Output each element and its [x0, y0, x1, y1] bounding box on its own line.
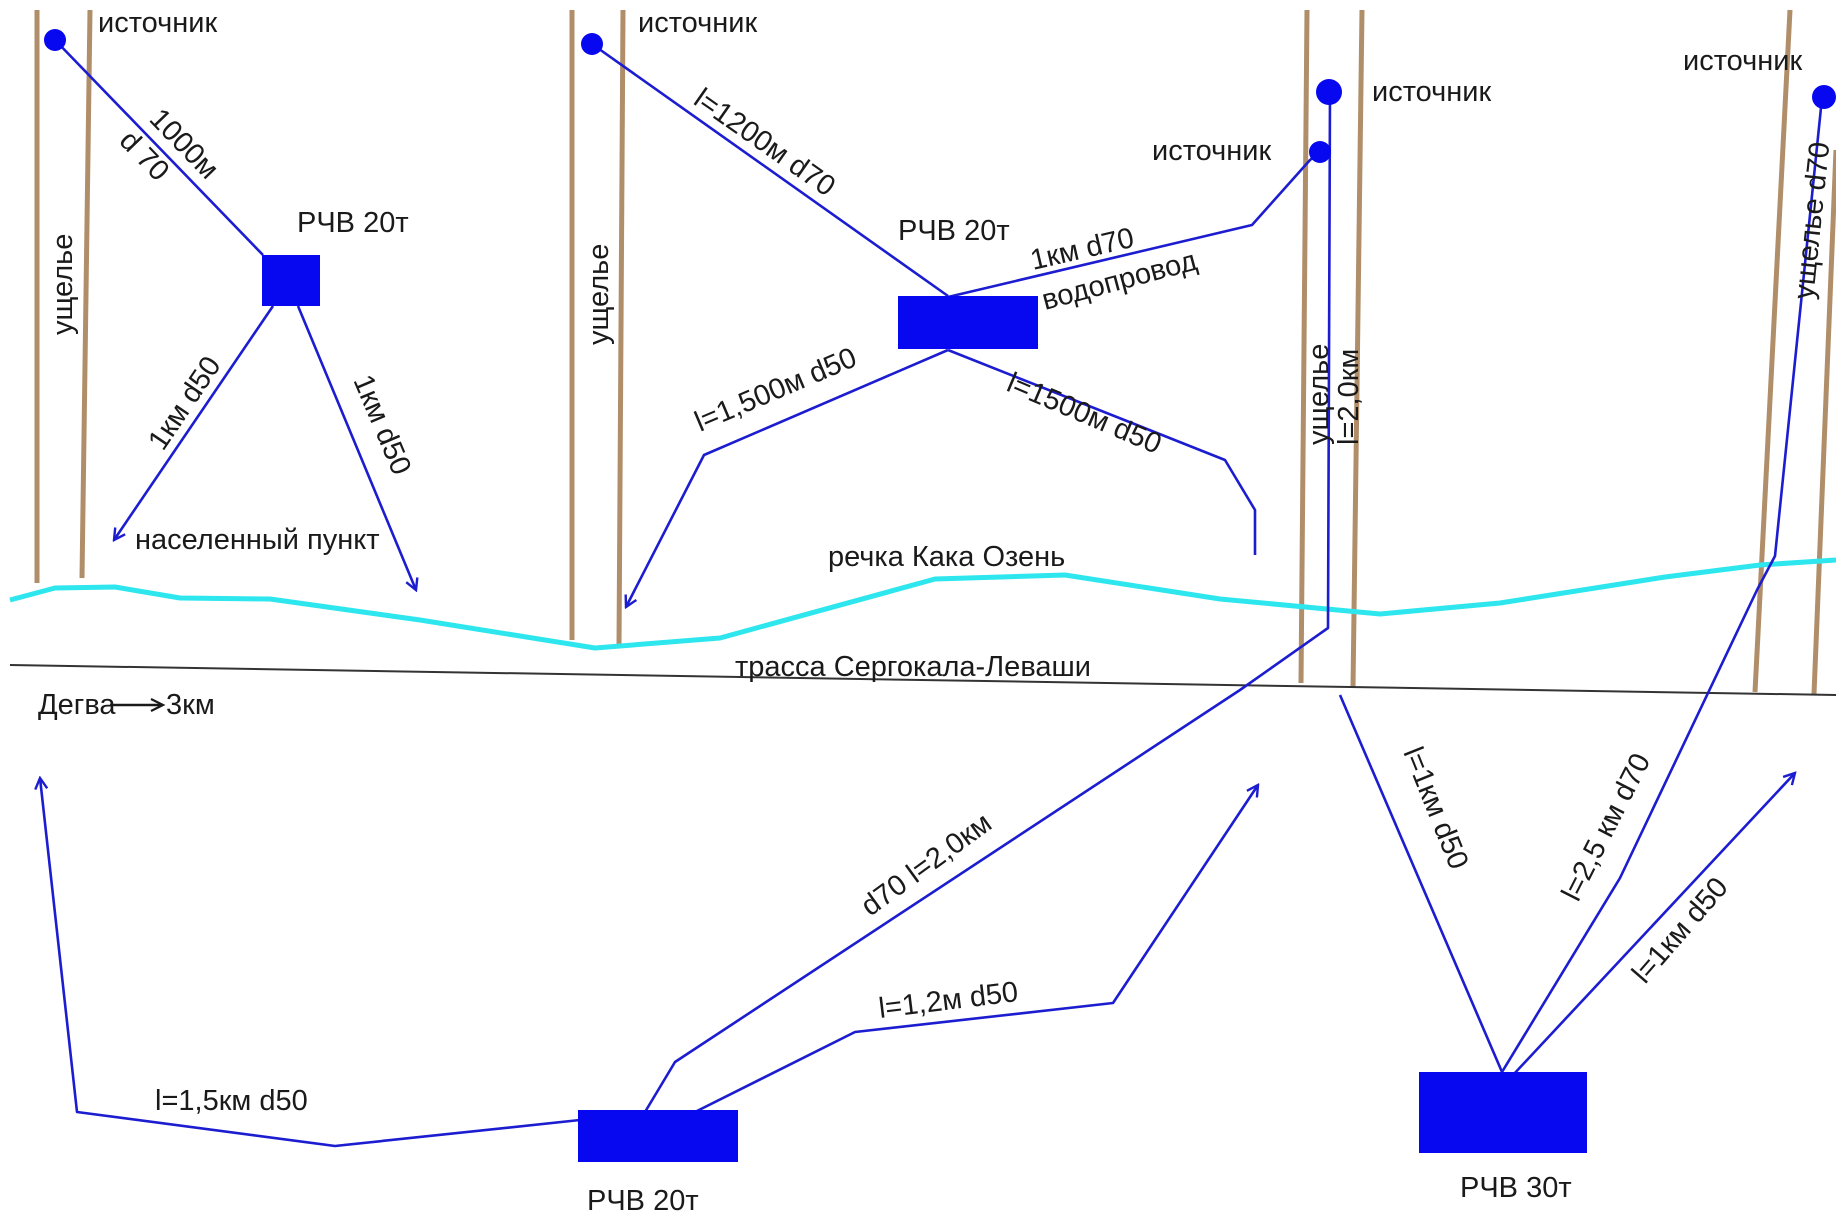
pipe-tank4-road	[1338, 694, 1504, 1073]
pipelines	[40, 39, 1824, 1148]
road-label: трасса Сергокала-Леваши	[735, 651, 1091, 683]
source-4-label: источник	[1152, 135, 1271, 167]
gorge-3-right-edge	[1350, 9, 1365, 689]
tank-1	[262, 255, 320, 306]
gorge-lines	[34, 9, 1836, 695]
source-3-icon	[1316, 79, 1342, 105]
gorge-4-left-edge	[1752, 9, 1793, 693]
pipe-tank4-branch	[1512, 773, 1795, 1076]
pipe-tank3-degva	[40, 778, 581, 1148]
tank-2	[898, 296, 1038, 349]
gorge-1-label: ущелье	[47, 234, 79, 335]
tank-1-label: РЧВ 20т	[297, 207, 409, 239]
gorge-3-label: ущелье	[1303, 344, 1335, 445]
pipe-tank4-source5	[1500, 97, 1824, 1073]
tank-3-label: РЧВ 20т	[587, 1185, 699, 1215]
pipe-l2km-vertical-label: l=2,0км	[1333, 349, 1365, 445]
gorge-3-left-edge	[1298, 9, 1310, 684]
pipe-l1200-d70-label: l=1200м d70	[688, 83, 841, 203]
degva-label: Дегва	[38, 689, 116, 721]
tank-2-label: РЧВ 20т	[898, 215, 1010, 247]
degva-distance-label: 3км	[166, 689, 215, 721]
pipe-1km-d50-left-label: 1км d50	[142, 351, 227, 456]
pipe-1km-d50-right-label: 1км d50	[347, 370, 418, 479]
source-2-icon	[581, 33, 603, 55]
pipe-source1-tank1	[54, 39, 264, 256]
gorge-1-right-edge	[79, 9, 93, 579]
pipe-l25km-d70-label: l=2,5 км d70	[1556, 748, 1658, 906]
gorge-2-label: ущелье	[583, 244, 615, 345]
tank-4	[1419, 1072, 1587, 1153]
river-label: речка Кака Озень	[828, 541, 1065, 573]
tank-3	[578, 1110, 738, 1162]
road-line	[9, 664, 1836, 696]
source-1-label: источник	[98, 7, 217, 39]
pipe-l1km-d50-right-label: l=1км d50	[1626, 872, 1735, 990]
pipe-l1500-label: l=1500м d50	[1002, 367, 1166, 461]
gorge-4-right-edge	[1811, 149, 1836, 695]
source-5-icon	[1812, 85, 1836, 109]
pipe-tank1-settlement	[114, 305, 275, 540]
settlement-label: населенный пункт	[135, 524, 380, 556]
gorge-2-right-edge	[616, 9, 626, 646]
source-3-label: источник	[1372, 76, 1491, 108]
source-4-icon	[1309, 141, 1331, 163]
pipe-source2-tank2	[591, 42, 949, 298]
pipe-tank2-left	[626, 348, 949, 607]
source-2-label: источник	[638, 7, 757, 39]
pipe-l12m-d50-label: l=1,2м d50	[877, 976, 1020, 1025]
river-line	[9, 557, 1836, 651]
pipe-tank3-road	[694, 785, 1258, 1114]
source-1-icon	[44, 29, 66, 51]
pipe-tank2-right	[947, 348, 1257, 555]
pipe-tank1-river	[296, 305, 416, 590]
source-5-label: источник	[1683, 45, 1802, 77]
pipe-l15km-d50-label: l=1,5км d50	[155, 1085, 308, 1117]
tank-4-label: РЧВ 30т	[1460, 1172, 1572, 1204]
pipe-source4-tank3	[643, 91, 1332, 1113]
